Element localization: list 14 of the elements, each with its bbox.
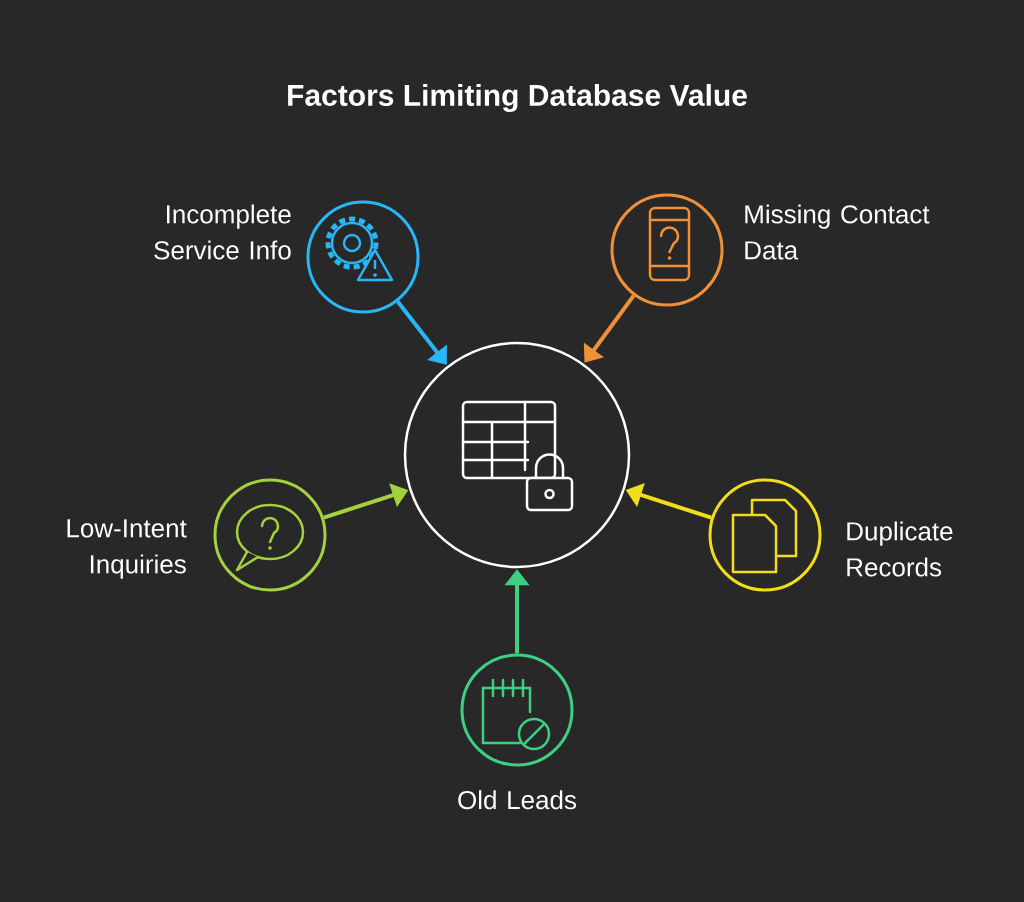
factor-label: Low-Intent Inquiries — [67, 519, 187, 579]
icon-circle — [708, 478, 822, 592]
icon-circle — [610, 193, 724, 307]
icon-circle — [213, 478, 327, 592]
arrow — [396, 300, 447, 365]
factor-label: Incomplete Service Info — [154, 204, 291, 260]
icon-circle — [403, 341, 631, 569]
icon-circle — [460, 653, 574, 767]
factor-label: Old Leads — [458, 790, 576, 810]
factor-label: Missing Contact Data — [745, 204, 930, 260]
title: Factors Limiting Database Value — [288, 83, 747, 113]
arrow — [583, 294, 636, 363]
factor-label: Duplicate Records — [847, 521, 953, 577]
icon-circle — [306, 200, 420, 314]
